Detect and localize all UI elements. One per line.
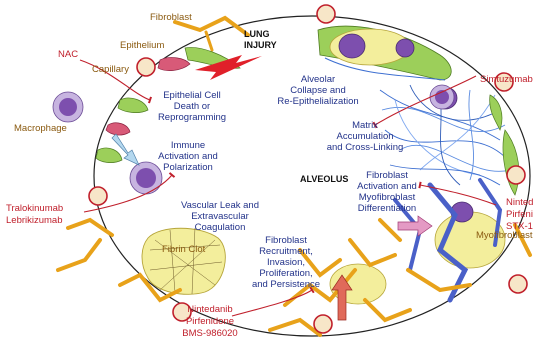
drug-nac: NAC xyxy=(58,49,78,60)
fibrin-clot xyxy=(142,228,225,294)
macrophage-label: Macrophage xyxy=(14,123,67,134)
stage-epithelial-line: Death or xyxy=(174,101,210,112)
stage-immune-line: Immune xyxy=(171,140,205,151)
alveolus-label: ALVEOLUS xyxy=(300,174,348,184)
drug-right-line: STX-1 xyxy=(506,221,533,232)
fibroblast-label: Fibroblast xyxy=(150,12,192,23)
drug-group-right: Ninted Pirfeni STX-1 xyxy=(506,197,533,232)
stage-activation-line: Fibroblast xyxy=(366,170,408,181)
drug-bottom-line: Pirfenidone xyxy=(186,316,234,327)
stage-alveolar-line: Alveolar xyxy=(301,74,335,85)
stage-immune-line: Activation and xyxy=(158,151,218,162)
stage-vascular-line: Vascular Leak and xyxy=(181,200,259,211)
stage-epithelial-line: Reprogramming xyxy=(158,112,226,123)
stage-epithelial-line: Epithelial Cell xyxy=(163,90,221,101)
stage-recruitment-line: Invasion, xyxy=(267,257,305,268)
drug-bottom-line: Nintedanib xyxy=(187,304,232,315)
stage-activation-line: Myofibroblast xyxy=(359,192,416,203)
collapsed-epithelium xyxy=(318,26,451,80)
injury-label-line1: LUNG xyxy=(244,29,270,39)
epithelium-label: Epithelium xyxy=(120,40,164,51)
stage-matrix-line: Accumulation xyxy=(336,131,393,142)
drug-lebrikizumab: Lebrikizumab xyxy=(6,215,63,226)
injury-label-line2: INJURY xyxy=(244,40,277,50)
stage-activation-line: Activation and xyxy=(357,181,417,192)
stage-activation: Fibroblast Activation and Myofibroblast … xyxy=(357,170,417,214)
drug-simtuzumab: Simtuzumab xyxy=(480,74,533,85)
drug-bottom-line: BMS-986020 xyxy=(182,328,237,339)
fibrin-clot-label: Fibrin Clot xyxy=(162,244,206,255)
stage-recruitment-line: Recruitment, xyxy=(259,246,313,257)
stage-matrix-line: and Cross-Linking xyxy=(327,142,404,153)
stage-vascular-line: Coagulation xyxy=(195,222,246,233)
stage-vascular-line: Extravascular xyxy=(191,211,249,222)
drug-right-line: Ninted xyxy=(506,197,533,208)
differentiation-arrow xyxy=(398,216,432,236)
stage-recruitment-line: Proliferation, xyxy=(259,268,312,279)
right-cell-cluster xyxy=(395,87,530,300)
drug-tralokinumab: Tralokinumab xyxy=(6,203,63,214)
stage-epithelial: Epithelial Cell Death or Reprogramming xyxy=(158,90,226,123)
stage-alveolar-line: Collapse and xyxy=(290,85,345,96)
stage-matrix: Matrix Accumulation and Cross-Linking xyxy=(327,120,404,153)
stage-recruitment-line: Fibroblast xyxy=(265,235,307,246)
drug-group-bottom: Nintedanib Pirfenidone BMS-986020 xyxy=(182,304,237,339)
stage-recruitment-line: and Persistence xyxy=(252,279,320,290)
stage-alveolar: Alveolar Collapse and Re-Epithelializati… xyxy=(277,74,358,107)
capillary-label: Capillary xyxy=(92,64,129,75)
stage-vascular: Vascular Leak and Extravascular Coagulat… xyxy=(181,200,259,233)
drug-right-line: Pirfeni xyxy=(506,209,533,220)
stage-alveolar-line: Re-Epithelialization xyxy=(277,96,358,107)
stage-immune: Immune Activation and Polarization xyxy=(158,140,218,173)
stage-matrix-line: Matrix xyxy=(352,120,378,131)
stage-immune-line: Polarization xyxy=(163,162,213,173)
stage-activation-line: Differentiation xyxy=(358,203,416,214)
